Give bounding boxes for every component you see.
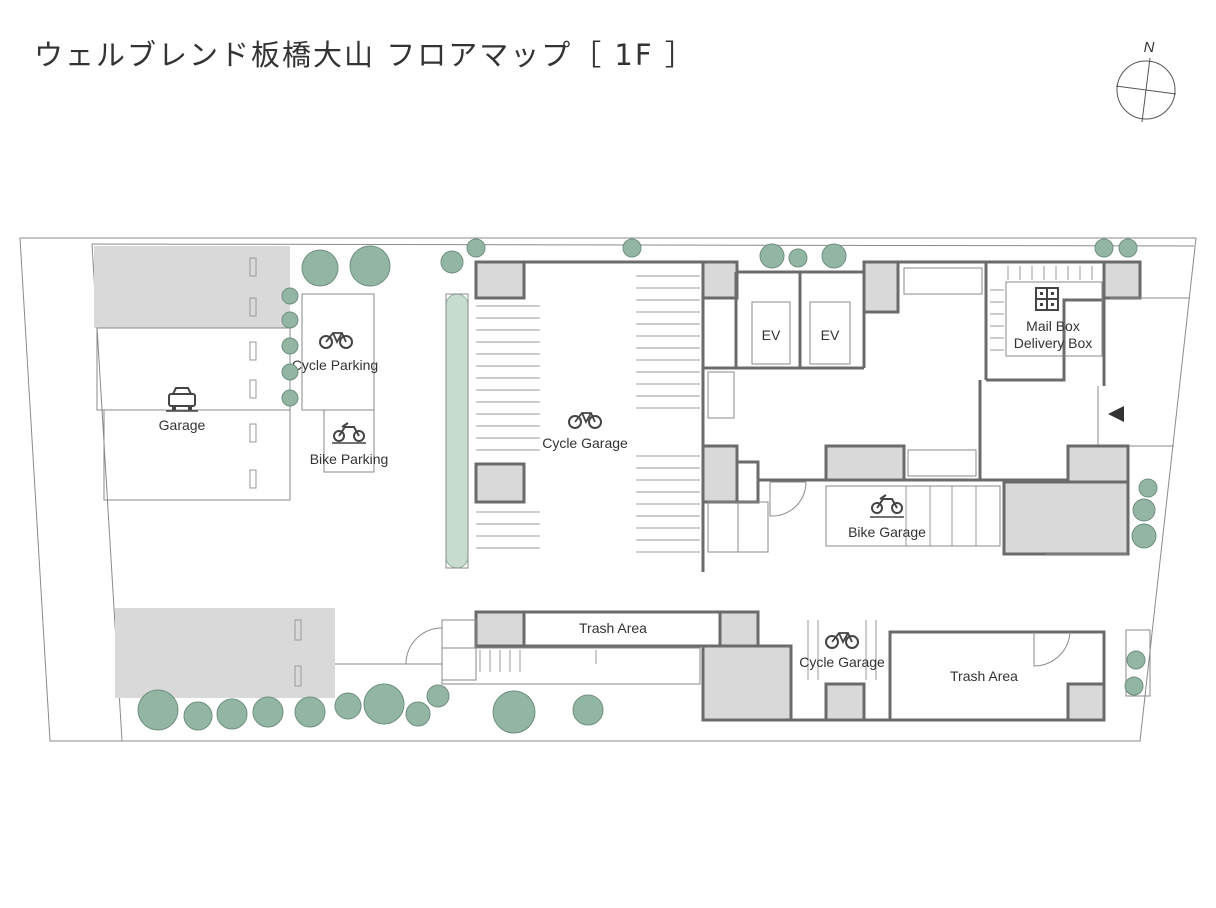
garage-label: Garage xyxy=(159,417,206,433)
motorcycle-icon xyxy=(332,422,366,444)
north-label: N xyxy=(1144,39,1155,56)
bike-garage-label: Bike Garage xyxy=(848,524,926,540)
trash-area-2-label: Trash Area xyxy=(950,668,1018,684)
mailbox-label-line1: Mail Box xyxy=(1026,318,1080,334)
car-icon xyxy=(166,387,198,412)
bicycle-icon xyxy=(825,632,859,649)
bike-parking-label: Bike Parking xyxy=(310,451,389,467)
hedge-strip xyxy=(445,293,469,569)
motorcycle-icon xyxy=(870,494,904,518)
cycle-garage-south-label: Cycle Garage xyxy=(799,654,885,670)
garage-space-1 xyxy=(94,246,290,328)
trash-area-1-label: Trash Area xyxy=(579,620,647,636)
compass-icon: N xyxy=(1115,39,1177,123)
ev-label-1: EV xyxy=(762,327,781,343)
entrance-arrow-icon xyxy=(1108,406,1124,422)
site-outline xyxy=(19,237,1197,742)
trees xyxy=(137,238,1158,734)
mailbox-icon xyxy=(1035,287,1059,311)
bicycle-icon xyxy=(319,332,353,349)
bicycle-icon xyxy=(568,412,602,429)
cycle-racks xyxy=(476,275,700,553)
mailbox-label-line2: Delivery Box xyxy=(1014,335,1093,351)
cycle-garage-main-label: Cycle Garage xyxy=(542,435,628,451)
page-title: ウェルブレンド板橋大山 フロアマップ［ 1F ］ xyxy=(34,38,696,72)
garage-space-south xyxy=(115,608,335,698)
ev-label-2: EV xyxy=(821,327,840,343)
cycle-parking-label: Cycle Parking xyxy=(292,357,378,373)
